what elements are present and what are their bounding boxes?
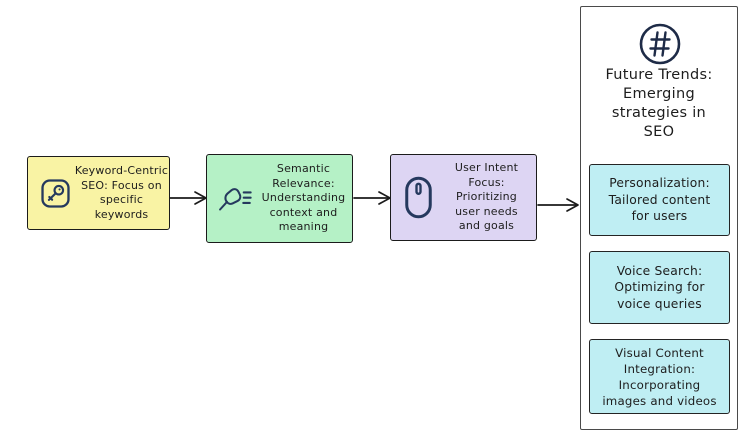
node-text-line: Prioritizing bbox=[456, 190, 517, 204]
card-text-line: Incorporating bbox=[618, 377, 701, 392]
node-text-line: User Intent bbox=[454, 161, 519, 175]
card-text-line: Visual Content bbox=[615, 345, 704, 360]
node-text-line: Focus: bbox=[468, 175, 505, 189]
panel-title-line: Future Trends: bbox=[605, 67, 713, 83]
trend-card-visual-content: Visual Content Integration: Incorporatin… bbox=[589, 339, 730, 414]
node-text-line: Relevance: bbox=[272, 176, 335, 190]
trend-card-voice-search: Voice Search: Optimizing for voice queri… bbox=[589, 251, 730, 324]
panel-title-line: SEO bbox=[643, 124, 675, 140]
card-text-line: Voice Search: bbox=[616, 263, 703, 278]
node-text-line: meaning bbox=[278, 220, 329, 234]
panel-title: Future Trends: Emerging strategies in SE… bbox=[581, 66, 737, 142]
node-text-line: specific bbox=[99, 193, 144, 206]
node-text-line: user needs bbox=[455, 204, 518, 218]
node-text-line: Semantic bbox=[276, 162, 331, 176]
node-text-line: Understanding bbox=[261, 191, 346, 205]
hash-icon bbox=[638, 22, 682, 66]
node-label: Keyword-Centric SEO: Focus on specific k… bbox=[74, 164, 169, 222]
node-label: Semantic Relevance: Understanding contex… bbox=[255, 162, 352, 235]
card-text-line: images and videos bbox=[602, 393, 717, 408]
node-text-line: keywords bbox=[94, 207, 149, 221]
node-text-line: SEO: Focus on bbox=[81, 178, 162, 192]
flow-node-keyword-centric-seo: Keyword-Centric SEO: Focus on specific k… bbox=[27, 156, 170, 230]
trend-card-personalization: Personalization: Tailored content for us… bbox=[589, 164, 730, 236]
flow-arrow bbox=[537, 198, 579, 212]
card-text-line: Integration: bbox=[623, 361, 696, 376]
node-label: User Intent Focus: Prioritizing user nee… bbox=[437, 161, 536, 234]
flow-arrow bbox=[169, 191, 207, 205]
card-text-line: for users bbox=[631, 209, 688, 224]
pin-list-icon bbox=[213, 184, 255, 214]
panel-title-line: Emerging bbox=[623, 86, 695, 102]
card-text-line: voice queries bbox=[617, 296, 702, 311]
future-trends-panel: Future Trends: Emerging strategies in SE… bbox=[580, 6, 738, 430]
flow-node-user-intent-focus: User Intent Focus: Prioritizing user nee… bbox=[390, 154, 537, 241]
node-text-line: Keyword-Centric bbox=[74, 164, 169, 177]
mouse-icon bbox=[399, 175, 437, 220]
flow-node-semantic-relevance: Semantic Relevance: Understanding contex… bbox=[206, 154, 353, 243]
card-text-line: Optimizing for bbox=[614, 280, 705, 295]
node-text-line: context and bbox=[269, 205, 338, 219]
card-text-line: Personalization: bbox=[609, 176, 710, 191]
card-text-line: Tailored content bbox=[608, 192, 711, 207]
key-square-icon bbox=[36, 178, 74, 209]
panel-title-line: strategies in bbox=[611, 105, 707, 121]
flow-arrow bbox=[353, 191, 391, 205]
node-text-line: and goals bbox=[458, 219, 515, 233]
